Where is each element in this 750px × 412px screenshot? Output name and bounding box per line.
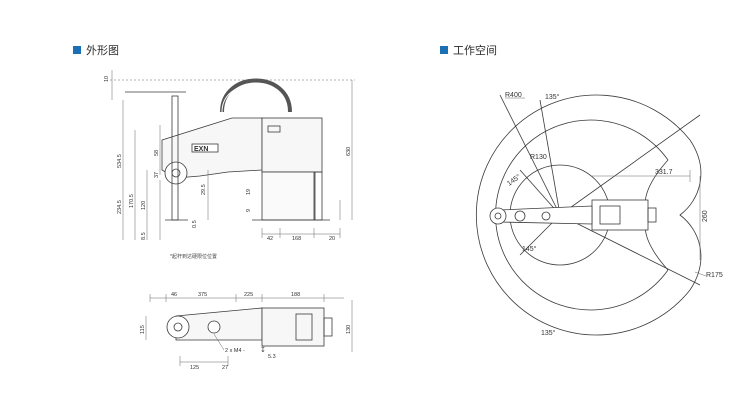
- top-view-dimensions: [145, 294, 353, 366]
- side-view-dimensions: [110, 70, 355, 240]
- outline-drawing-heading: 外形图: [73, 42, 119, 58]
- label-r175: R175: [706, 272, 723, 279]
- dim-225: 225: [244, 292, 253, 298]
- dim-37: 37: [154, 172, 160, 178]
- side-view: EXN: [125, 78, 330, 221]
- dim-9: 9: [246, 209, 252, 212]
- side-view-footnote: *起杆到达硬限位位置: [170, 254, 217, 260]
- top-base: [261, 307, 325, 347]
- heading-square-icon: [440, 46, 448, 54]
- dim-375: 375: [198, 292, 207, 298]
- label-r130: R130: [530, 154, 547, 161]
- workspace-robot-arm: [499, 205, 593, 225]
- top-end-joint: [166, 315, 190, 339]
- dim-58: 58: [154, 150, 160, 156]
- top-view-labels: 46 375 225 188 115 130 125 27 2 x M4 - ↧…: [140, 292, 352, 371]
- outline-drawing-title: 外形图: [86, 45, 119, 57]
- label-r400: R400: [505, 92, 522, 99]
- workspace-title: 工作空间: [453, 45, 497, 57]
- dim-170-5: 170.5: [129, 194, 135, 208]
- dim-630: 630: [346, 147, 352, 156]
- dim-42: 42: [267, 236, 273, 242]
- workspace-outer-boundary: [476, 94, 691, 336]
- callout-depth: 5.3: [268, 354, 276, 360]
- label-331-7: 331.7: [655, 169, 673, 176]
- dim-125: 125: [190, 365, 199, 371]
- dim-534-5: 534.5: [117, 154, 123, 168]
- side-view-labels: 10 534.5 234.5 170.5 120 8.5 58 37 29.5 …: [104, 76, 352, 242]
- top-view: [166, 307, 333, 347]
- dim-8-5: 8.5: [141, 232, 147, 240]
- callout-holes: 2 x M4 -: [225, 348, 245, 354]
- dim-27: 27: [222, 365, 228, 371]
- dim-188: 188: [291, 292, 300, 298]
- dim-46: 46: [171, 292, 177, 298]
- end-joint-circle: [164, 161, 188, 185]
- label-angle-145-bottom: 145°: [522, 245, 537, 253]
- dim-168: 168: [292, 236, 301, 242]
- workspace-dimension-lines: [505, 97, 707, 277]
- workspace-diagram: [476, 94, 702, 336]
- label-angle-135-top: 135°: [545, 93, 560, 101]
- dim-0-5: 0.5: [192, 220, 198, 228]
- dim-234-5: 234.5: [117, 200, 123, 214]
- brand-logo: EXN: [194, 146, 208, 153]
- label-260: 260: [702, 210, 709, 222]
- dim-29-5: 29.5: [201, 184, 207, 195]
- label-angle-135-bottom: 135°: [541, 329, 556, 337]
- workspace-heading: 工作空间: [440, 42, 497, 58]
- dim-19: 19: [246, 189, 252, 195]
- dim-120: 120: [141, 201, 147, 210]
- dim-10: 10: [104, 76, 110, 82]
- dim-20: 20: [329, 236, 335, 242]
- dim-115: 115: [140, 325, 146, 334]
- dim-130: 130: [346, 325, 352, 334]
- heading-square-icon: [73, 46, 81, 54]
- base-pedestal: [261, 171, 315, 221]
- callout-depth-symbol: ↧: [260, 346, 266, 354]
